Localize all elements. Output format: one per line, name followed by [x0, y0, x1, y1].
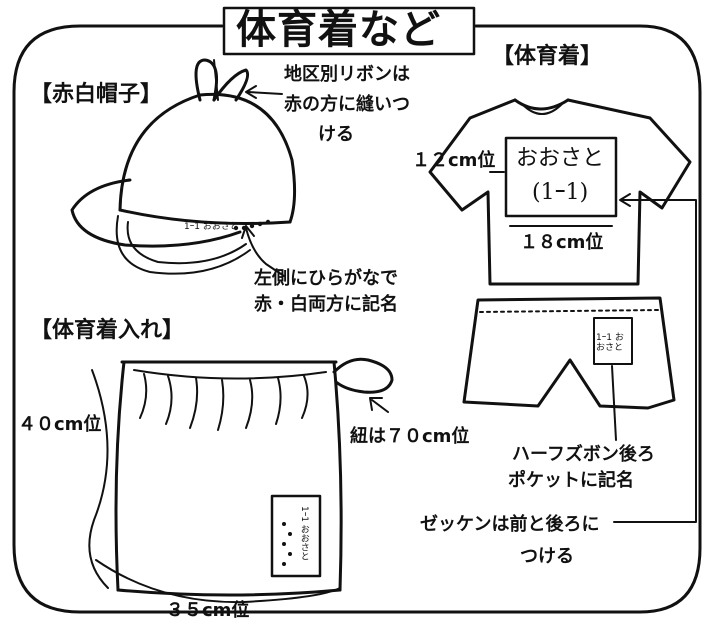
shorts-illustration	[462, 296, 676, 410]
cap-name-note-line2: 赤・白両方に記名	[254, 294, 398, 315]
zekken-patch	[504, 136, 618, 218]
title-box	[222, 6, 476, 56]
tshirt-illustration	[428, 98, 692, 286]
bag-string-arrow	[371, 399, 389, 413]
bag-height-measure-line	[88, 369, 109, 589]
cap-ribbon-arrow	[247, 91, 283, 95]
cap-name-note-line1: 左側にひらがなで	[254, 268, 398, 289]
shorts-pocket-text: 1ｰ1 おおさと	[596, 333, 624, 353]
cap-ribbon-note-line1: 地区別リボンは	[284, 64, 410, 85]
cap-tag-text: 1ｰ1 おおさと	[184, 222, 239, 232]
bag-name-tag	[270, 494, 322, 578]
bag-width-label: ３５cm位	[166, 600, 250, 621]
shorts-pocket-arrow	[611, 365, 617, 441]
cap-ribbon-note-line2: 赤の方に縫いつ	[284, 94, 410, 115]
shorts-note-line1: ハーフズボン後ろ	[512, 444, 655, 465]
drawstring-bag-illustration	[114, 357, 394, 597]
shorts-note-line2: ポケットに記名	[508, 470, 634, 491]
bag-heading: 【体育着入れ】	[30, 318, 185, 343]
cap-heading: 【赤白帽子】	[30, 82, 163, 107]
cap-name-arrow	[245, 227, 285, 277]
shirt-width-label: １２cm位	[412, 150, 496, 171]
zekken-note-line2: つける	[520, 546, 574, 567]
frame-border	[12, 24, 702, 614]
bag-height-label: ４０cm位	[18, 414, 102, 435]
zekken-name: おおさと	[516, 146, 605, 171]
cap-ribbon-note-line3: ける	[318, 124, 354, 145]
bag-tag-text: 1ｰ1 おおさと	[298, 506, 309, 561]
zekken-class: (1ｰ1)	[532, 180, 589, 205]
zekken-note-line1: ゼッケンは前と後ろに	[420, 514, 600, 535]
page-title: 体育着など	[236, 7, 441, 53]
bag-string-label: 紐は７０cm位	[350, 426, 470, 447]
bag-width-measure-line	[95, 559, 341, 604]
decorative-dots	[233, 219, 292, 566]
shirt-heading: 【体育着】	[492, 44, 603, 69]
shirt-height-label: １８cm位	[520, 232, 604, 253]
zekken-connector-line	[613, 199, 697, 523]
shorts-pocket-tag	[593, 317, 633, 365]
